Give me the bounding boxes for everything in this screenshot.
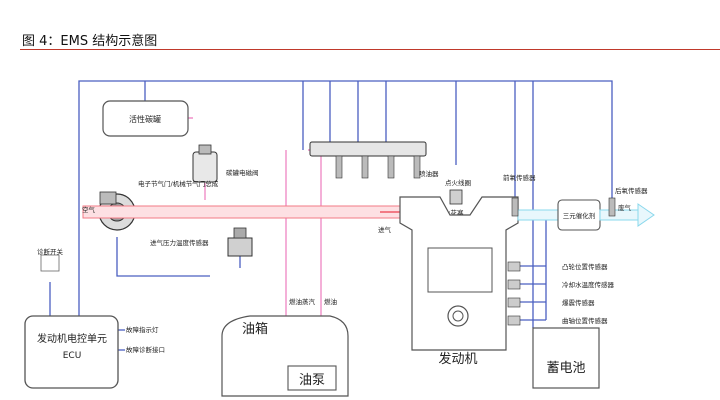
svg-text:故障指示灯: 故障指示灯 [126, 325, 159, 334]
map-sensor: 进气压力温度传感器 [150, 227, 253, 257]
svg-text:空气: 空气 [82, 205, 96, 214]
ignition-coil: 点火线圈 火花塞 [444, 178, 471, 217]
svg-text:后氧传感器: 后氧传感器 [615, 186, 648, 195]
purge-valve: 碳罐电磁阀 [192, 144, 259, 183]
svg-text:活性碳罐: 活性碳罐 [129, 114, 161, 124]
svg-text:点火线圈: 点火线圈 [445, 178, 471, 187]
svg-text:前氧传感器: 前氧传感器 [503, 173, 536, 182]
svg-text:曲轴位置传感器: 曲轴位置传感器 [562, 316, 608, 325]
svg-text:冷却水温度传感器: 冷却水温度传感器 [562, 280, 615, 289]
svg-text:爆震传感器: 爆震传感器 [562, 298, 595, 307]
svg-text:诊断开关: 诊断开关 [37, 247, 64, 256]
svg-text:进气: 进气 [378, 225, 392, 234]
svg-text:电子节气门/机械节气门总成: 电子节气门/机械节气门总成 [138, 179, 219, 188]
injector-bus-wire [302, 81, 387, 150]
diag-switch: 诊断开关 [37, 247, 64, 272]
top-bus-wire [78, 80, 613, 316]
svg-text:油箱: 油箱 [242, 321, 268, 337]
svg-text:火花塞: 火花塞 [444, 208, 464, 217]
ecu: 发动机电控单元 ECU 故障指示灯 故障诊断接口 [24, 315, 165, 389]
svg-text:蓄电池: 蓄电池 [546, 361, 585, 376]
throttle-wire [116, 237, 210, 277]
svg-text:三元催化剂: 三元催化剂 [563, 211, 596, 220]
carbon-canister: 活性碳罐 [102, 100, 189, 137]
svg-text:进气压力温度传感器: 进气压力温度传感器 [150, 238, 209, 247]
svg-text:故障诊断接口: 故障诊断接口 [126, 345, 165, 354]
svg-text:发动机: 发动机 [438, 351, 477, 367]
fuel-pump: 油泵 [287, 365, 337, 391]
svg-text:油泵: 油泵 [299, 373, 325, 388]
battery: 蓄电池 [532, 327, 600, 389]
svg-text:燃油: 燃油 [324, 297, 337, 306]
svg-text:碳罐电磁阀: 碳罐电磁阀 [226, 168, 259, 177]
svg-text:燃油蒸汽: 燃油蒸汽 [289, 297, 316, 306]
injectors: 喷油器 [309, 141, 439, 179]
engine-sensors: 凸轮位置传感器 冷却水温度传感器 爆震传感器 曲轴位置传感器 [507, 261, 615, 326]
svg-text:凸轮位置传感器: 凸轮位置传感器 [562, 262, 608, 271]
o2-sensors: 前氧传感器 后氧传感器 [503, 173, 648, 217]
svg-text:ECU: ECU [63, 351, 82, 361]
svg-text:废气: 废气 [618, 203, 632, 212]
svg-text:发动机电控单元: 发动机电控单元 [37, 332, 107, 345]
throttle-body: 电子节气门/机械节气门总成 [98, 179, 219, 231]
engine-block: 发动机 [399, 196, 519, 367]
svg-text:喷油器: 喷油器 [419, 169, 439, 178]
exhaust-path: 三元催化剂 废气 [517, 199, 655, 231]
wiring [49, 80, 613, 351]
figure-title: 图 4：EMS 结构示意图 [22, 34, 158, 49]
title-rule [20, 49, 720, 50]
sensor-taps [520, 265, 546, 321]
